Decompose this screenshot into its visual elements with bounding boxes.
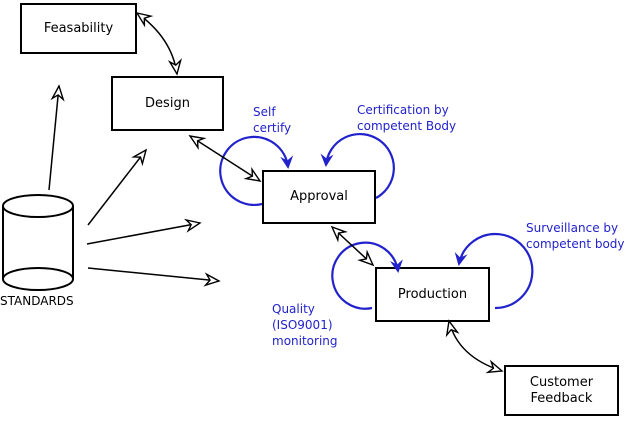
node-feasability-label: Feasability bbox=[43, 20, 114, 36]
node-feasability: Feasability bbox=[20, 3, 137, 54]
node-approval-label: Approval bbox=[290, 189, 348, 204]
arrow-approval-production bbox=[330, 225, 375, 267]
cylinder-top-ellipse bbox=[2, 194, 74, 218]
annotation-quality: Quality (ISO9001) monitoring bbox=[272, 302, 338, 348]
arrow-standards-feasability bbox=[48, 84, 65, 191]
standards-cylinder bbox=[2, 194, 74, 291]
arrow-feasability-design bbox=[135, 11, 182, 76]
node-production-label: Production bbox=[397, 286, 468, 302]
arrow-standards-design bbox=[87, 148, 148, 226]
cylinder-bottom-ellipse bbox=[2, 267, 74, 291]
arrow-design-approval bbox=[188, 135, 262, 182]
annotation-self-certify: Self certify bbox=[253, 105, 292, 135]
node-production: Production bbox=[375, 267, 490, 322]
standards-label: STANDARDS bbox=[0, 294, 74, 308]
node-design-label: Design bbox=[145, 95, 190, 111]
annotation-surveillance: Surveillance by competent body bbox=[526, 221, 625, 251]
node-design: Design bbox=[111, 76, 224, 131]
annotation-certification: Certification by competent Body bbox=[357, 103, 457, 133]
arrow-production-customer-feedback bbox=[445, 319, 504, 374]
arrow-standards-approval bbox=[86, 218, 202, 245]
node-customer-feedback: Customer Feedback bbox=[504, 365, 619, 416]
node-customer-feedback-label: Customer Feedback bbox=[529, 374, 594, 406]
node-approval: Approval bbox=[262, 170, 376, 224]
arrow-standards-production bbox=[87, 267, 221, 287]
